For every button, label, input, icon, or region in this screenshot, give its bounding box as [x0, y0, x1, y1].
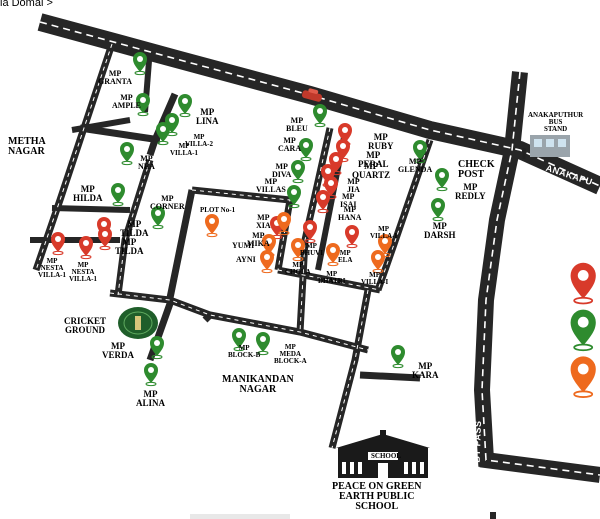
area-bus-stand: ANAKAPUTHUR BUS STAND [528, 111, 584, 133]
label-nesta1: MP NESTA VILLA-1 [38, 257, 67, 279]
label-bhuvi: MP BHUVI [300, 242, 323, 257]
pin-redly[interactable] [434, 167, 450, 192]
label-hana: MP HANA [338, 205, 362, 222]
label-mika: MP MIKA [247, 231, 270, 248]
pin-nea[interactable] [119, 141, 135, 166]
legend-green-pin-icon [569, 308, 597, 352]
label-plot1: PLOT No-1 [200, 206, 236, 214]
area-check-post: CHECK POST [458, 159, 495, 180]
label-tilda1: MP TILDA [120, 219, 149, 238]
top-fragment-text: ia Domai > [0, 0, 53, 9]
pin-granta[interactable] [132, 51, 148, 76]
area-cricket-ground: CRICKET GROUND [64, 316, 107, 335]
label-ruby: MP RUBY [368, 132, 394, 151]
label-villa-r2: MP VILLA-I [361, 271, 389, 286]
pin-ayni[interactable] [259, 249, 275, 274]
pin-lina[interactable] [177, 93, 193, 118]
label-hilda: MP HILDA [73, 184, 103, 203]
label-peral: MP PERAL [358, 150, 389, 169]
label-ela: MP ELA [338, 249, 353, 264]
label-quartz: MP QUARTZ [352, 161, 391, 180]
label-kara: MP KARA [412, 361, 439, 380]
bottom-road-stub [490, 512, 496, 519]
label-chola: MP CHOLA [285, 261, 311, 276]
legend [569, 261, 597, 398]
label-villa2: MP VILLA-2 [185, 133, 214, 148]
label-redly: MP REDLY [455, 182, 486, 201]
label-bleu: MP BLEU [286, 116, 308, 133]
label-granta: MP GRANTA [98, 69, 133, 86]
label-jia: MP JIA [347, 177, 360, 194]
label-villa-r1: MP VILLA-I [370, 225, 398, 240]
label-xia: MP XIA [256, 213, 271, 230]
label-cara: MP CARA [278, 136, 302, 153]
legend-orange-pin-icon [569, 355, 597, 398]
cricket-ground-icon [118, 307, 158, 339]
pin-nesta1[interactable] [50, 231, 66, 256]
label-verda: MP VERDA [102, 341, 135, 360]
pin-diva[interactable] [290, 159, 306, 184]
label-corner: MP CORNER [150, 194, 185, 211]
legend-red-pin-icon [569, 261, 597, 305]
pin-kara[interactable] [390, 344, 406, 369]
school-building-icon [336, 430, 430, 478]
pin-hilda[interactable] [110, 182, 126, 207]
pin-ela[interactable] [344, 224, 360, 249]
label-tilda2: MP TILDA [115, 237, 144, 256]
pin-tilda2[interactable] [97, 226, 113, 251]
label-ample: MP AMPLE [112, 93, 141, 110]
pin-bleu[interactable] [312, 103, 328, 128]
bottom-bar [190, 514, 290, 519]
label-nesta2: MP NESTA VILLA-1 [69, 261, 98, 283]
label-yumi: YUMI [232, 241, 255, 250]
school-sign-text: SCHOOL [371, 452, 401, 460]
pin-plot1[interactable] [204, 213, 220, 238]
label-isai: MP ISAI [340, 192, 357, 209]
road-network [30, 13, 600, 483]
label-darsh: MP DARSH [424, 221, 456, 240]
label-dhatri: MP DHATRI [318, 270, 346, 285]
label-block-b: MP BLOCK-B [228, 344, 261, 359]
label-alina: MP ALINA [136, 389, 166, 408]
pin-darsh[interactable] [430, 197, 446, 222]
area-metha-nagar: METHA NAGAR [8, 136, 46, 157]
pin-alina[interactable] [143, 362, 159, 387]
label-villas: MP VILLAS [256, 177, 286, 194]
bus-stand-icon [522, 135, 570, 159]
label-glenda: MP GLENDA [398, 157, 433, 174]
label-diva: MP DIVA [272, 162, 292, 179]
label-nea: MP NEA [138, 154, 155, 171]
car-icon [301, 88, 323, 102]
area-school: PEACE ON GREEN EARTH PUBLIC SCHOOL [332, 481, 422, 512]
label-villa1: MP VILLA-1 [170, 142, 199, 157]
label-lina: MP LINA [196, 107, 219, 126]
pin-nesta2[interactable] [78, 235, 94, 260]
label-ayni: AYNI [236, 255, 256, 264]
label-block-a: MP MEDA BLOCK-A [274, 343, 307, 365]
area-manikandan-nagar: MANIKANDAN NAGAR [222, 374, 294, 395]
